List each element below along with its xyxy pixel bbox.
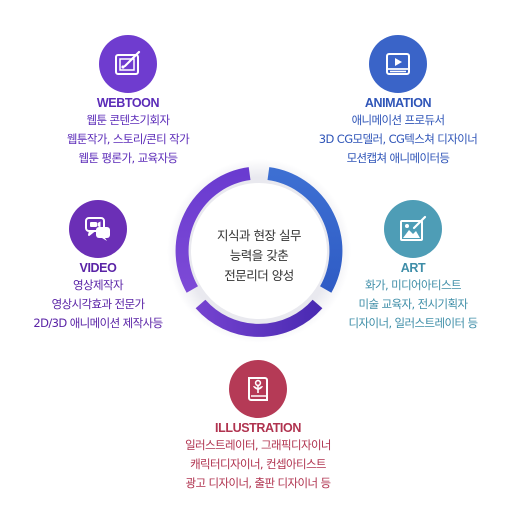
career-line: 영상시각효과 전문가 bbox=[51, 297, 145, 311]
career-line: 디자이너, 일러스트레이터 등 bbox=[348, 316, 479, 330]
career-line: 광고 디자이너, 출판 디자이너 등 bbox=[185, 476, 331, 490]
ring-segment-bottom bbox=[195, 299, 323, 337]
node-title: VIDEO bbox=[79, 261, 117, 275]
node-webtoon: WEBTOON 웹툰 콘텐츠기회자 웹툰작가, 스토리/콘티 작가 웹툰 평론가… bbox=[58, 35, 198, 168]
ring-segment-right bbox=[267, 167, 343, 293]
career-line: 영상제작자 bbox=[73, 278, 124, 292]
career-line: 웹툰 평론가, 교육자등 bbox=[78, 151, 179, 165]
node-animation: ANIMATION 애니메이션 프로듀서 3D CG모델러, CG텍스쳐 디자이… bbox=[318, 35, 478, 168]
career-line: 일러스트레이터, 그래픽디자이너 bbox=[185, 438, 331, 452]
career-line: 미술 교육자, 전시기획자 bbox=[358, 297, 469, 311]
center-slogan: 지식과 현장 실무 능력을 갖춘 전문리더 양성 bbox=[198, 226, 320, 286]
canvas-pencil-icon bbox=[384, 200, 442, 258]
node-illustration: ILLUSTRATION 일러스트레이터, 그래픽디자이너 캐릭터디자이너, 컨… bbox=[168, 360, 348, 493]
career-line: 3D CG모델러, CG텍스쳐 디자이너 bbox=[318, 132, 478, 146]
node-title: WEBTOON bbox=[96, 96, 160, 110]
career-line: 캐릭터디자이너, 컨셉아티스트 bbox=[190, 457, 326, 471]
video-player-icon bbox=[369, 35, 427, 93]
career-line: 웹툰작가, 스토리/콘티 작가 bbox=[66, 132, 190, 146]
career-line: 화가, 미디어아티스트 bbox=[365, 278, 462, 292]
drawing-tablet-icon bbox=[99, 35, 157, 93]
ring-segment-left bbox=[175, 167, 251, 293]
chat-bubbles-icon bbox=[69, 200, 127, 258]
node-title: ANIMATION bbox=[364, 96, 432, 110]
node-title: ILLUSTRATION bbox=[215, 421, 301, 435]
career-line: 애니메이션 프로듀서 bbox=[351, 113, 445, 127]
center-line: 능력을 갖춘 bbox=[229, 248, 289, 263]
center-line: 전문리더 양성 bbox=[224, 268, 294, 283]
ring-inner-disc bbox=[191, 183, 327, 319]
node-art: ART 화가, 미디어아티스트 미술 교육자, 전시기획자 디자이너, 일러스트… bbox=[338, 200, 488, 333]
center-line: 지식과 현장 실무 bbox=[217, 228, 301, 243]
career-line: 모션캡쳐 애니메이터등 bbox=[346, 151, 450, 165]
flower-book-icon bbox=[229, 360, 287, 418]
career-line: 웹툰 콘텐츠기회자 bbox=[86, 113, 171, 127]
node-video: VIDEO 영상제작자 영상시각효과 전문가 2D/3D 애니메이션 제작사등 bbox=[22, 200, 174, 333]
career-line: 2D/3D 애니메이션 제작사등 bbox=[33, 316, 163, 330]
node-title: ART bbox=[400, 261, 426, 275]
